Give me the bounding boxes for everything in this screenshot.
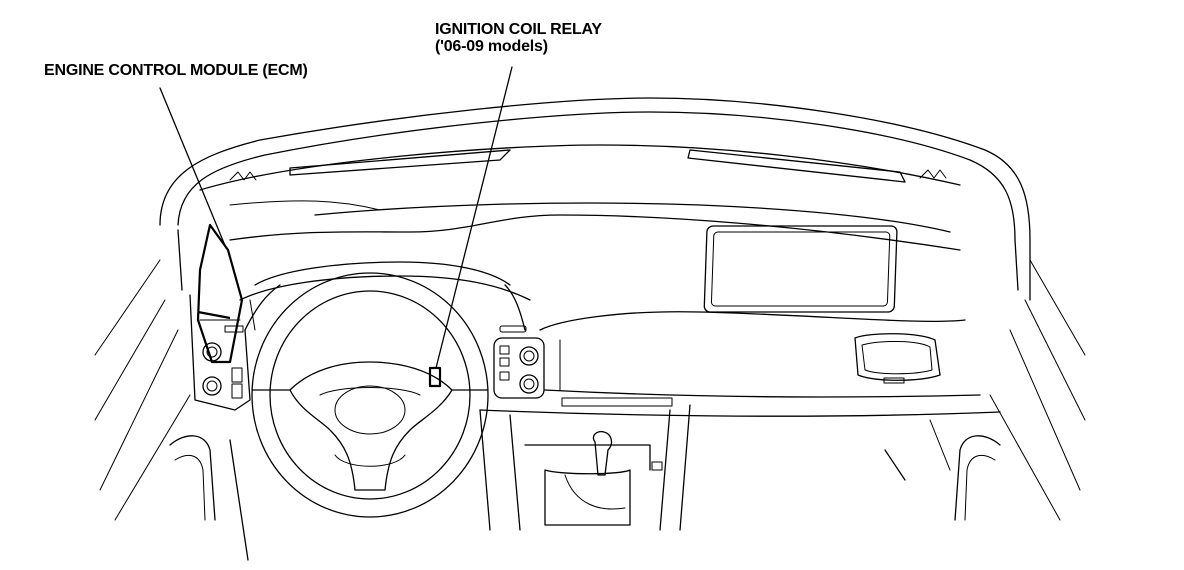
dash-top [229, 214, 961, 251]
instrument-hood [254, 261, 511, 286]
ecm-leader-line [159, 87, 227, 249]
shift-boot [544, 469, 631, 526]
right-vent [854, 333, 941, 381]
ignition-relay-label-line2: ('06-09 models) [435, 38, 548, 55]
ecm-highlight-box [196, 223, 244, 364]
ignition-relay-label-line1: IGNITION COIL RELAY [435, 21, 602, 38]
windshield-frame [159, 97, 1031, 301]
shift-knob [592, 430, 613, 476]
steering-wheel [251, 272, 489, 518]
right-door-lines [1029, 259, 1086, 356]
ecm-label: ENGINE CONTROL MODULE (ECM) [44, 62, 308, 79]
ignition-relay-leader-line [435, 66, 513, 369]
center-console [479, 409, 491, 531]
ignition-relay-box [428, 366, 442, 388]
left-door-lines [94, 259, 161, 356]
ignition-relay-label: IGNITION COIL RELAY ('06-09 models) [435, 21, 602, 55]
upper-dash [199, 144, 961, 191]
passenger-panel [703, 225, 898, 313]
